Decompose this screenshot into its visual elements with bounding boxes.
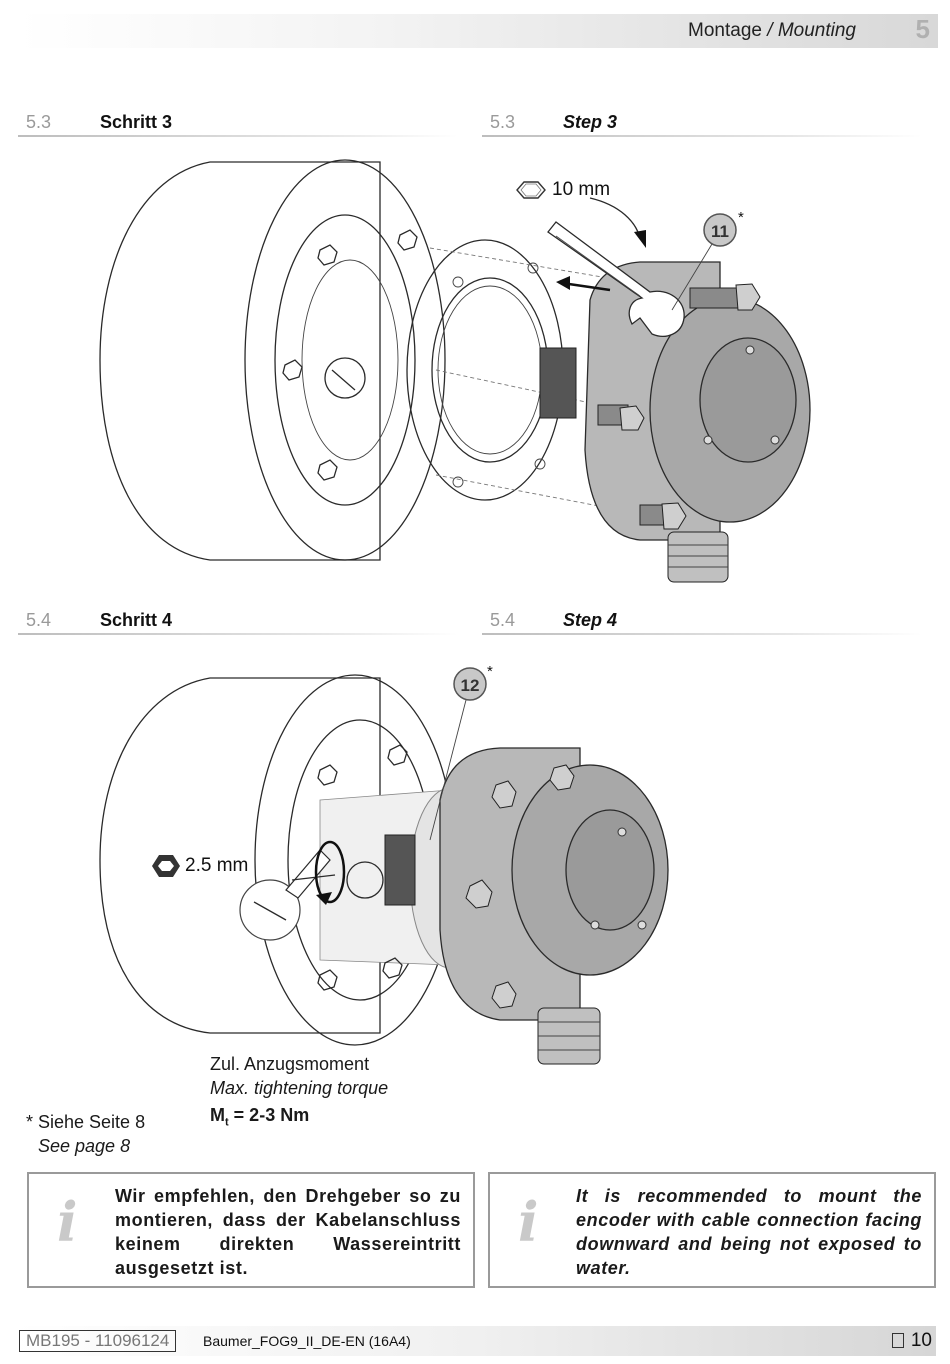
info-text-de: Wir empfehlen, den Drehgeber so zu monti…	[115, 1186, 461, 1278]
section-rule	[482, 633, 922, 635]
callout-12-label: 12	[461, 676, 480, 695]
callout-12-marker	[453, 667, 487, 701]
info-icon: i	[57, 1190, 78, 1254]
section-title-de: Schritt 4	[100, 610, 173, 630]
section-rule	[482, 135, 922, 137]
torque-label-en: Max. tightening torque	[210, 1078, 389, 1098]
footnote-de: * Siehe Seite 8	[26, 1112, 146, 1132]
footnote-en: See page 8	[38, 1136, 131, 1156]
info-box-en: i It is recommended to mount the encoder…	[488, 1172, 936, 1288]
chapter-title-de: Montage	[688, 20, 762, 41]
torque-subscript: t	[225, 1116, 229, 1129]
chapter-separator: /	[761, 20, 778, 41]
callout-12-asterisk: *	[487, 663, 493, 680]
section-rule	[18, 633, 458, 635]
section-number-en: 5.3	[490, 112, 516, 132]
page-icon	[892, 1333, 904, 1348]
step4-illustration: 12 *	[99, 663, 669, 1065]
chapter-number: 5	[915, 14, 930, 44]
section-rule	[18, 135, 458, 137]
info-icon: i	[518, 1190, 539, 1254]
header-band	[18, 14, 938, 48]
rotation-arrow-icon	[314, 840, 346, 904]
step3-illustration: 11 *	[99, 159, 811, 583]
torque-value: Mt = 2-3 Nm	[210, 1105, 309, 1129]
document-id: MB195 - 11096124	[19, 1330, 177, 1352]
section-number-en: 5.4	[490, 610, 516, 630]
page-number: 10	[910, 1330, 932, 1351]
section-title-en: Step 4	[563, 610, 618, 630]
torque-symbol: M	[210, 1105, 225, 1125]
section-title-en: Step 3	[563, 112, 618, 132]
callout-11-asterisk: *	[738, 209, 744, 226]
torque-number: = 2-3 Nm	[228, 1105, 310, 1125]
document-name: Baumer_FOG9_II_DE-EN (16A4)	[203, 1333, 411, 1349]
chapter-title-en: Mounting	[777, 20, 856, 41]
section-title-de: Schritt 3	[100, 112, 173, 132]
callout-11-marker	[703, 213, 737, 247]
info-box-de: i Wir empfehlen, den Drehgeber so zu mon…	[27, 1172, 475, 1288]
torque-label-de: Zul. Anzugsmoment	[210, 1054, 370, 1074]
header-title: Montage / Mounting	[688, 20, 856, 42]
hex-key-size-label: 2.5 mm	[185, 855, 249, 876]
info-text-en: It is recommended to mount the encoder w…	[576, 1186, 922, 1278]
section-number-de: 5.4	[26, 610, 52, 630]
wrench-size-label: 10 mm	[552, 179, 611, 200]
section-number-de: 5.3	[26, 112, 52, 132]
callout-11-label: 11	[711, 222, 729, 241]
